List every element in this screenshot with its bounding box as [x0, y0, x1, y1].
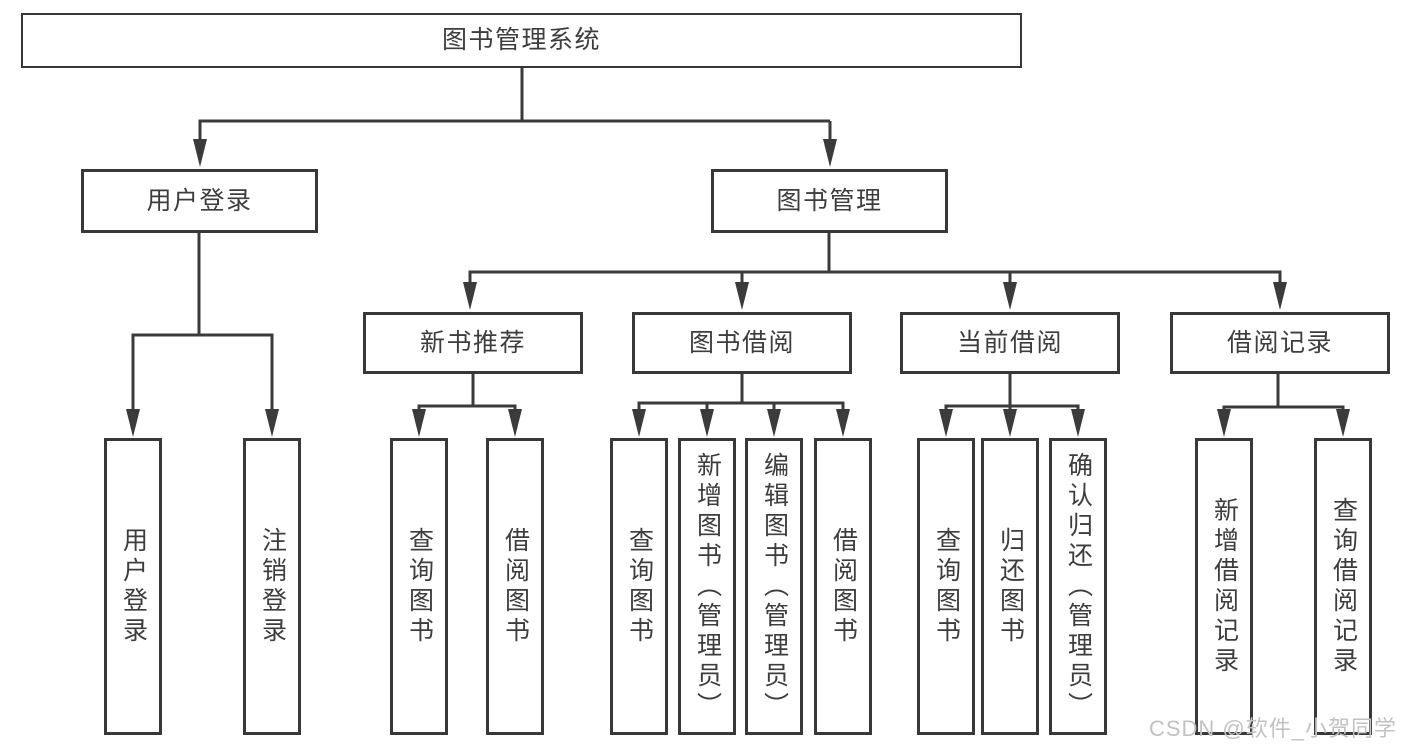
connector-book-borrow-to-leaves — [637, 374, 845, 414]
leaf-user-login: 用户登录 — [104, 438, 162, 735]
arrowhead — [265, 409, 279, 437]
arrowhead — [1071, 409, 1085, 437]
arrowhead — [193, 139, 207, 167]
arrowhead — [412, 409, 426, 437]
arrowhead — [1003, 282, 1017, 310]
leaf-query-books-rec: 查询图书 — [390, 438, 448, 735]
connector-book-mgmt-to-level3 — [468, 233, 1282, 287]
arrowhead — [1273, 282, 1287, 310]
node-library-management-system: 图书管理系统 — [21, 13, 1022, 68]
leaf-add-borrow-record: 新增借阅记录 — [1195, 438, 1253, 735]
leaf-query-books-borrow: 查询图书 — [610, 438, 668, 735]
node-book-management: 图书管理 — [711, 169, 948, 233]
leaf-logout: 注销登录 — [243, 438, 301, 735]
leaf-confirm-return-admin: 确认归还（管理员） — [1049, 438, 1107, 735]
arrowhead — [508, 409, 522, 437]
leaf-borrow-books-rec: 借阅图书 — [486, 438, 544, 735]
arrowhead — [1336, 409, 1350, 437]
arrowhead — [700, 409, 714, 437]
connector-current-borrow-to-leaves — [944, 374, 1080, 414]
node-user-login: 用户登录 — [81, 169, 318, 233]
arrowhead — [126, 409, 140, 437]
leaf-add-books-admin: 新增图书（管理员） — [678, 438, 736, 735]
leaf-edit-books-admin: 编辑图书（管理员） — [745, 438, 803, 735]
connector-user-login-to-leaves — [131, 233, 274, 414]
connector-root-to-level2 — [198, 68, 832, 145]
leaf-borrow-books: 借阅图书 — [814, 438, 872, 735]
node-borrowing-records: 借阅记录 — [1170, 312, 1390, 374]
arrowhead — [1003, 409, 1017, 437]
arrowheads — [126, 139, 1350, 437]
node-new-book-recommendation: 新书推荐 — [363, 312, 583, 374]
arrowhead — [632, 409, 646, 437]
node-current-borrowing: 当前借阅 — [900, 312, 1120, 374]
arrowhead — [836, 409, 850, 437]
arrowhead — [939, 409, 953, 437]
connector-borrow-records-to-leaves — [1222, 374, 1345, 414]
node-book-borrowing: 图书借阅 — [632, 312, 852, 374]
arrowhead — [823, 139, 837, 167]
leaf-query-borrow-record: 查询借阅记录 — [1314, 438, 1372, 735]
csdn-watermark: CSDN @软件_小贺同学 — [1148, 716, 1397, 741]
leaf-query-books-current: 查询图书 — [917, 438, 975, 735]
connector-new-book-rec-to-leaves — [417, 374, 517, 414]
arrowhead — [463, 282, 477, 310]
arrowhead — [735, 282, 749, 310]
arrowhead — [1217, 409, 1231, 437]
arrowhead — [767, 409, 781, 437]
connector-paths — [131, 68, 1345, 414]
leaf-return-books: 归还图书 — [981, 438, 1039, 735]
